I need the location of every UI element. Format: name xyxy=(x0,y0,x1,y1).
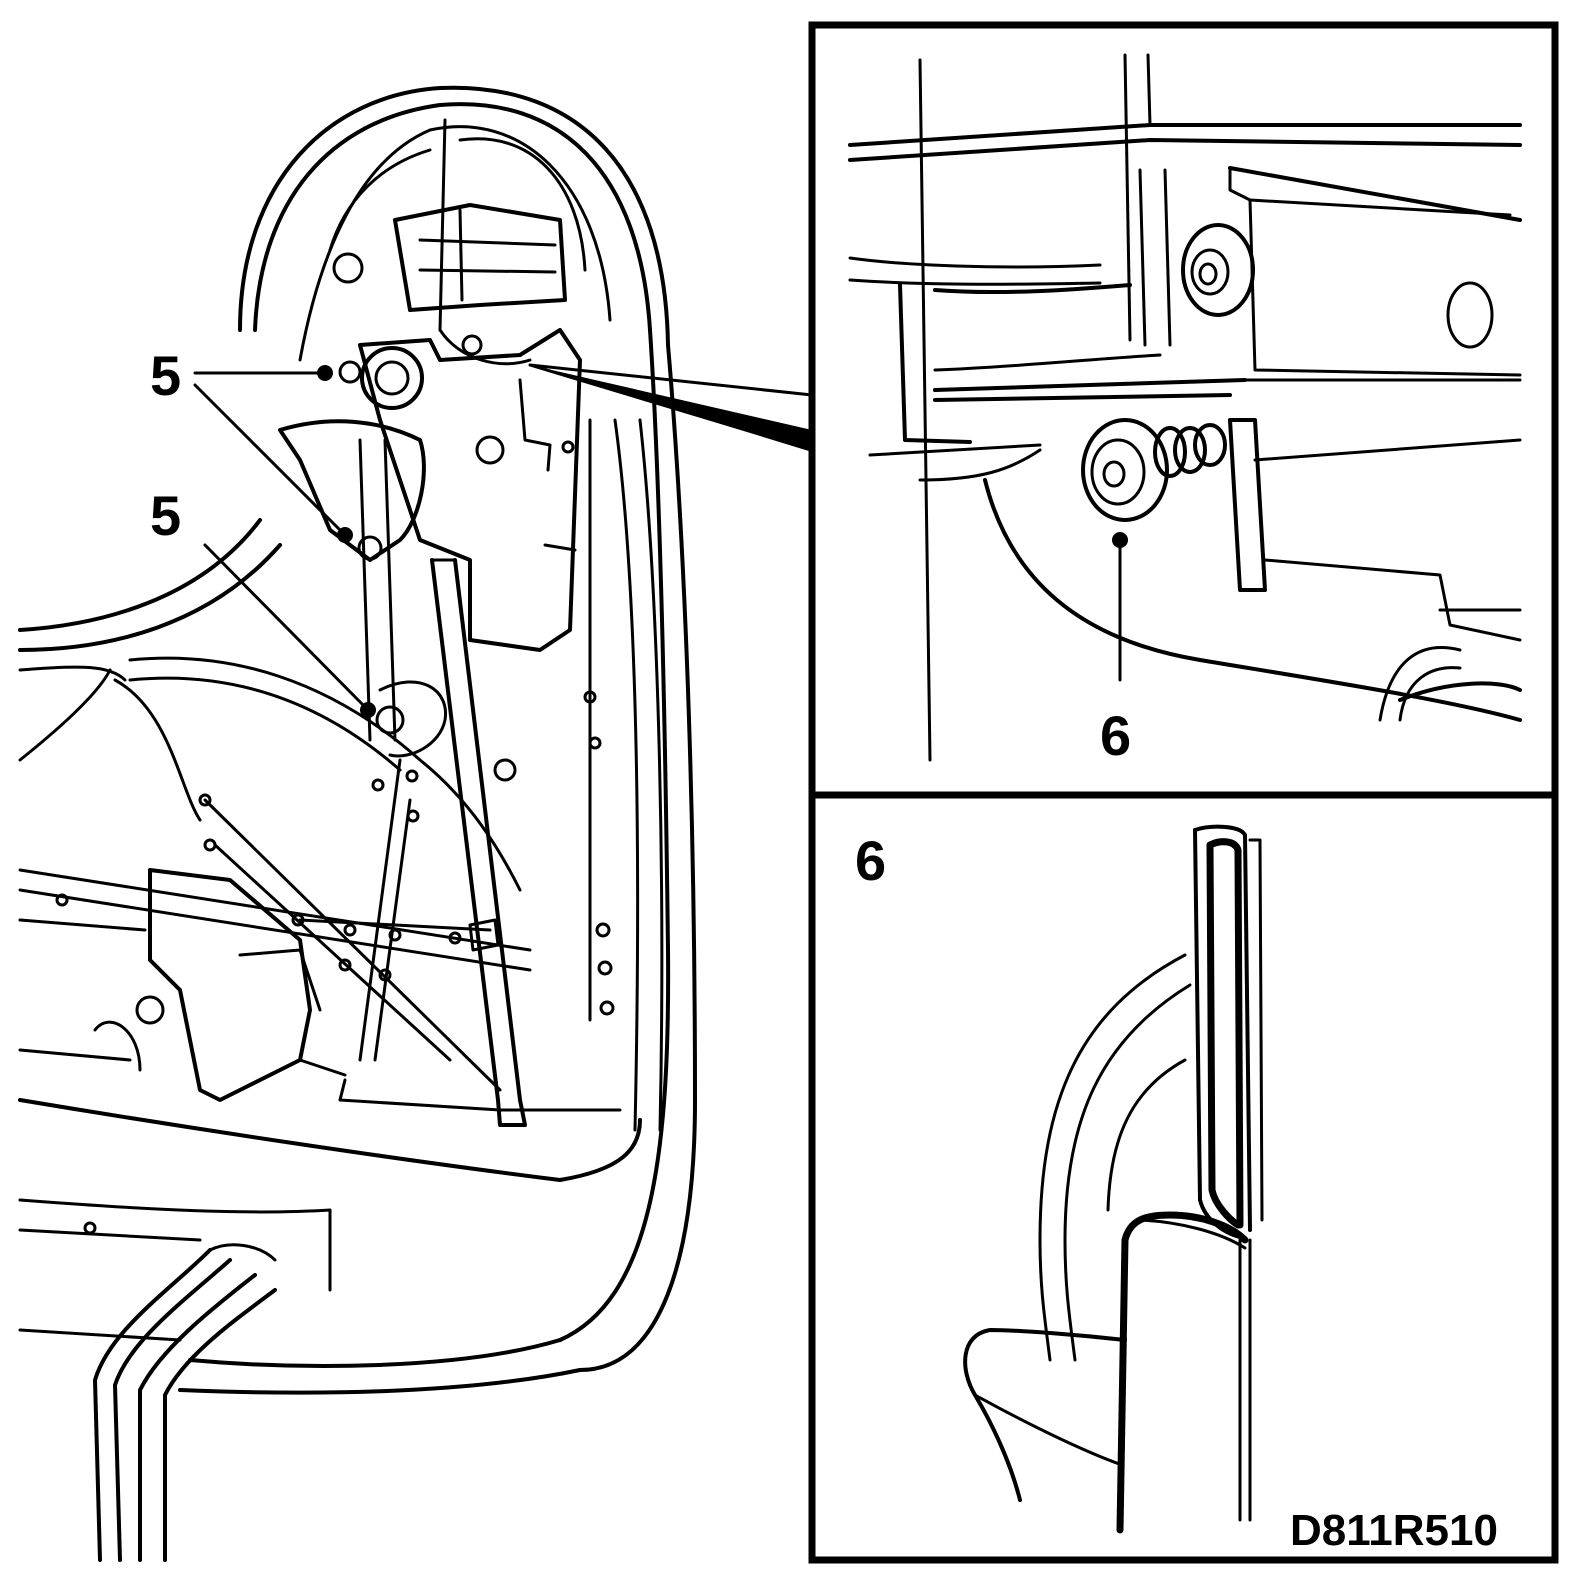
main-door-view xyxy=(18,85,697,1562)
callout-5-upper: 5 xyxy=(150,344,181,407)
leader-lines-5 xyxy=(193,365,376,718)
drawing-code: D811R510 xyxy=(1290,1506,1498,1555)
detail-panel-bottom xyxy=(808,791,1559,1564)
callout-5-lower: 5 xyxy=(150,484,181,547)
callout-6-detail: 6 xyxy=(1100,704,1131,767)
detail-panel-top xyxy=(808,21,1559,799)
section-label-6: 6 xyxy=(855,829,886,892)
cable-pulley-points xyxy=(55,690,615,1235)
